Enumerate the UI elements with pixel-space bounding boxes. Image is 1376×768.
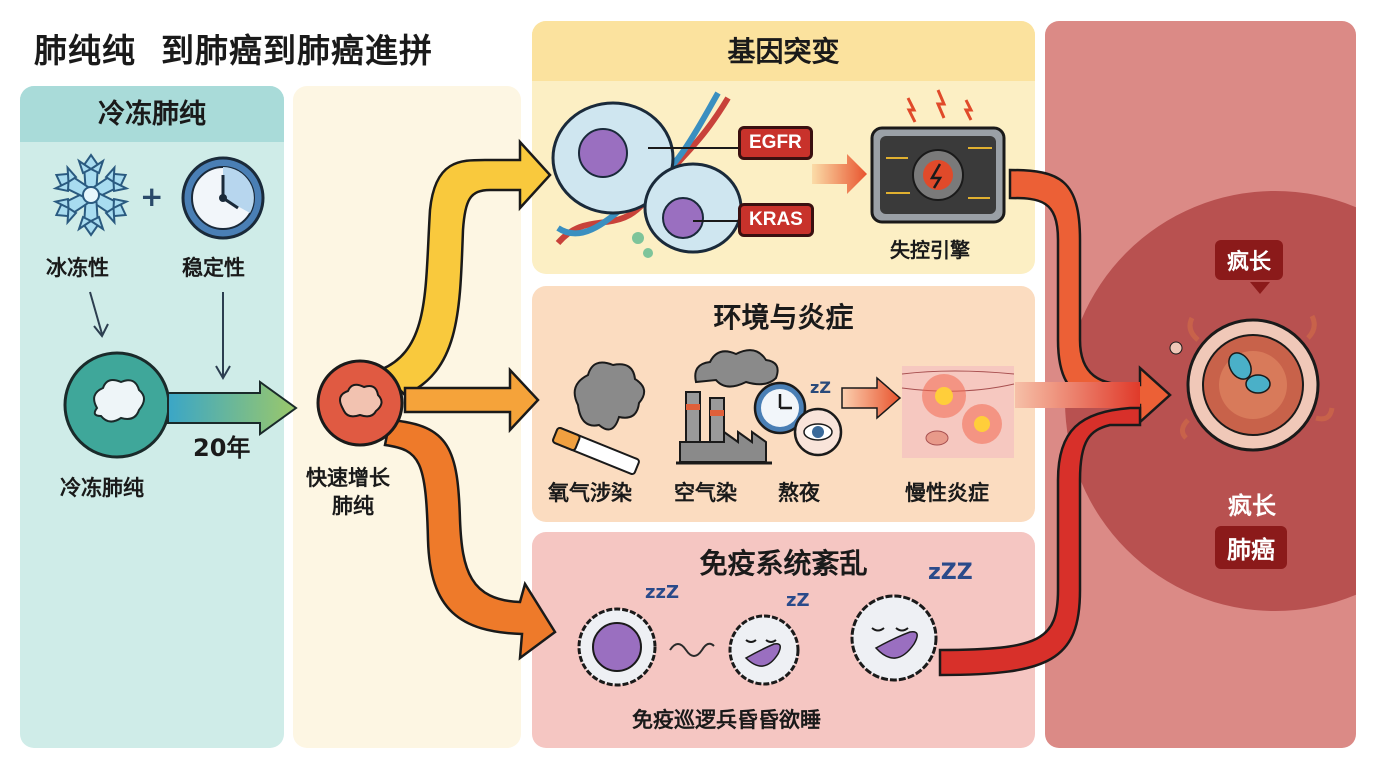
duration-label: 20年 (193, 434, 251, 462)
lung-cancer-badge: 肺癌 (1215, 526, 1287, 569)
stability-label: 稳定性 (182, 256, 245, 280)
inflamed-tissue-icon (901, 366, 1015, 458)
converging-arrows (938, 168, 1172, 677)
late-night-clock-eye-icon (753, 381, 843, 457)
sleep-z-icon-2: zZ (786, 590, 810, 611)
env-item-latenight-label: 熬夜 (778, 481, 820, 505)
snowflake-icon (49, 153, 133, 236)
runaway-engine-icon (870, 89, 1006, 224)
branch-arrows (377, 138, 557, 661)
env-item-air-label: 空气染 (674, 481, 737, 505)
freeze-panel-header: 冷冻肺纯 (20, 86, 284, 142)
runaway-engine-label: 失控引擎 (890, 238, 970, 262)
egfr-badge: EGFR (738, 126, 813, 160)
chronic-inflammation-label: 慢性炎症 (905, 481, 989, 505)
sleep-z-icon-3: zZZ (928, 560, 973, 585)
growing-nodule-label-2: 肺纯 (332, 494, 374, 518)
cigarette-smoke-icon (552, 361, 646, 475)
wild-growth-label: 疯长 (1228, 492, 1276, 520)
arrow-from-environment (1015, 382, 1140, 408)
wild-growth-badge: 疯长 (1215, 240, 1284, 280)
clock-icon (181, 156, 265, 240)
immune-cell-icon-1 (577, 607, 657, 687)
plus-sign: + (140, 180, 164, 213)
mutated-cells-icon (551, 91, 743, 258)
arrow-from-immune (938, 406, 1142, 677)
env-item-smoke-label: 氧气涉染 (548, 481, 632, 505)
squiggle-line (669, 642, 715, 657)
env-to-inflammation-arrow (841, 376, 902, 420)
kras-badge: KRAS (738, 203, 814, 237)
frozen-nodule-icon (63, 351, 171, 459)
immune-caption: 免疫巡逻兵昏昏欲睡 (632, 708, 821, 732)
growing-nodule-label-1: 快速增长 (306, 466, 390, 490)
frozen-nodule-label: 冷冻肺纯 (60, 476, 144, 500)
freezing-label: 冰冻性 (46, 256, 109, 280)
arrow-from-gene (1008, 168, 1172, 425)
immune-cell-icon-2 (728, 614, 800, 686)
immune-panel-header: 免疫系统紊乱 (699, 547, 868, 580)
gene-panel-header: 基因突变 (532, 21, 1035, 81)
page-title: 肺纯纯 到肺癌到肺癌進拼 (34, 31, 433, 70)
badge-pointer (1250, 282, 1270, 294)
connector-arrows (89, 291, 231, 380)
arrow-to-gene (377, 138, 552, 397)
growing-nodule-icon (316, 359, 404, 447)
tumor-icon (1169, 314, 1335, 452)
sleep-z-icon-1: zzZ (645, 582, 680, 603)
arrow-to-environment (403, 366, 540, 434)
gene-to-engine-arrow (812, 154, 867, 194)
factory-icon (676, 349, 779, 465)
sleep-z-icon: zZ (810, 378, 831, 397)
env-panel-header: 环境与炎症 (713, 301, 854, 334)
arrow-to-immune (383, 418, 557, 661)
immune-cell-icon-3 (850, 594, 938, 682)
twenty-year-arrow (167, 380, 298, 436)
